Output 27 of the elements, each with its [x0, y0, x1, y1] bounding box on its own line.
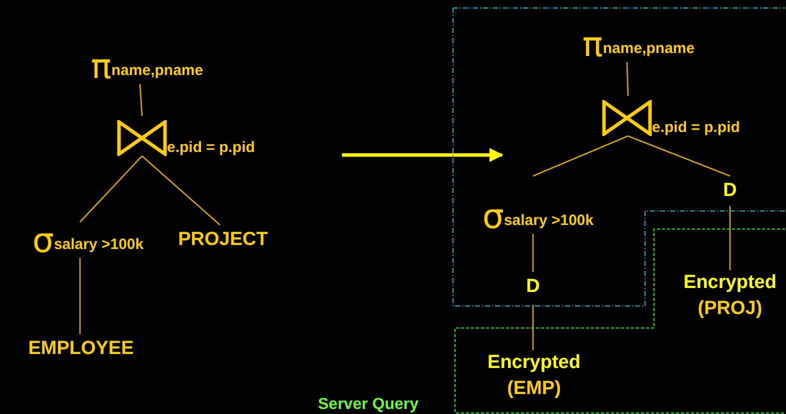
- relation-name: EMPLOYEE: [27, 337, 135, 361]
- decrypt-operator: D: [722, 179, 738, 203]
- tree-edge: [628, 135, 730, 177]
- operator-symbol: σ: [482, 200, 504, 234]
- tree-edge: [532, 305, 534, 350]
- operator-symbol: π: [90, 50, 112, 84]
- tree-edge: [532, 135, 628, 177]
- tree-edge: [532, 234, 534, 272]
- join-condition: e.pid = p.pid: [652, 118, 740, 138]
- encrypted-label: Encrypted: [684, 271, 776, 295]
- operator-subscript: name,pname: [602, 38, 695, 58]
- tree-edge: [80, 156, 142, 222]
- encrypted-label: Encrypted: [488, 351, 580, 375]
- tree-edge: [142, 156, 220, 226]
- operator-subscript: salary >100k: [504, 210, 594, 230]
- operator-symbol: σ: [32, 224, 54, 258]
- relation-name: (PROJ): [698, 297, 762, 321]
- tree-edge: [79, 258, 81, 334]
- join-condition: e.pid = p.pid: [167, 138, 255, 158]
- relation-name: (EMP): [507, 377, 561, 401]
- operator-subscript: name,pname: [111, 60, 204, 80]
- region-label: Server Query: [318, 395, 419, 414]
- operator-subscript: salary >100k: [54, 234, 144, 254]
- decrypt-operator: D: [525, 275, 541, 299]
- operator-symbol: π: [582, 28, 603, 62]
- relation-name: PROJECT: [177, 228, 269, 252]
- tree-edge: [729, 206, 731, 270]
